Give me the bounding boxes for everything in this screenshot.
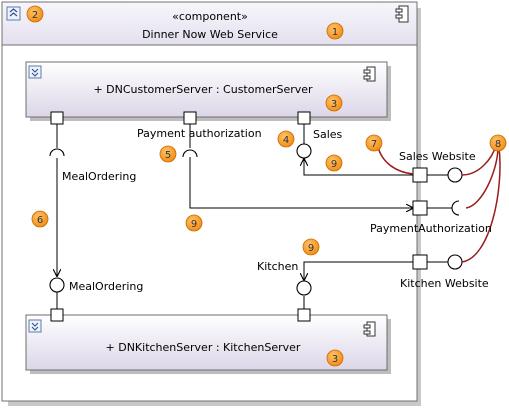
callout-number: 4 — [283, 135, 289, 146]
collapse-icon[interactable] — [6, 6, 21, 21]
component-icon — [395, 5, 409, 23]
part-body — [25, 61, 388, 118]
callout-badge: 9 — [302, 238, 320, 256]
provided-interface-ball[interactable] — [296, 143, 312, 159]
callout-number: 2 — [32, 10, 38, 21]
delegation-line[interactable] — [461, 146, 501, 263]
kitchen-website-label: Kitchen Website — [400, 277, 489, 290]
required-interface-socket[interactable] — [182, 149, 198, 158]
callout-badge: 9 — [325, 154, 343, 172]
callout-number: 7 — [371, 139, 377, 150]
expand-icon[interactable] — [28, 319, 42, 333]
port[interactable] — [297, 308, 311, 322]
provided-interface-ball[interactable] — [447, 254, 463, 270]
customer-server-label: + DNCustomerServer : CustomerServer — [93, 83, 313, 96]
payment-authorization-port-label: PaymentAuthorization — [370, 222, 492, 235]
callout-badge: 7 — [365, 134, 383, 152]
port[interactable] — [50, 111, 64, 125]
provided-interface-ball[interactable] — [447, 167, 463, 183]
meal-ordering-required-label: MealOrdering — [62, 170, 136, 183]
callout-badge: 2 — [26, 5, 44, 23]
delegation-line[interactable] — [377, 146, 414, 175]
callout-number: 3 — [332, 354, 338, 365]
component-name: Dinner Now Web Service — [142, 28, 278, 41]
component-icon — [363, 321, 376, 337]
component-stereotype: «component» — [172, 10, 248, 23]
callout-number: 3 — [331, 99, 337, 110]
required-interface-socket[interactable] — [451, 200, 460, 216]
kitchen-server-label: + DNKitchenServer : KitchenServer — [106, 341, 301, 354]
port-kitchen-website[interactable] — [412, 254, 428, 270]
callout-number: 8 — [495, 139, 501, 150]
provided-interface-ball[interactable] — [49, 277, 65, 293]
callouts: 1 2 3 3 4 5 6 7 — [26, 5, 507, 367]
port-sales-website[interactable] — [412, 167, 428, 183]
port[interactable] — [183, 111, 197, 125]
callout-badge: 6 — [31, 210, 49, 228]
callout-badge: 3 — [325, 94, 343, 112]
connector-line[interactable] — [189, 157, 413, 208]
port[interactable] — [297, 111, 311, 125]
outer-component-header — [1, 1, 418, 46]
ports — [50, 111, 428, 322]
callout-badge: 9 — [185, 214, 203, 232]
callout-number: 9 — [308, 243, 314, 254]
required-interfaces — [49, 148, 460, 216]
callout-number: 6 — [37, 215, 43, 226]
callout-number: 5 — [165, 150, 171, 161]
payment-authorization-label: Payment authorization — [137, 127, 262, 140]
meal-ordering-provided-label: MealOrdering — [69, 280, 143, 293]
required-interface-socket[interactable] — [49, 148, 65, 157]
callout-badge: 3 — [326, 349, 344, 367]
connectors — [57, 123, 452, 313]
callout-badge: 8 — [489, 134, 507, 152]
callout-number: 9 — [331, 159, 337, 170]
part-body — [25, 314, 388, 371]
provided-interfaces — [49, 143, 463, 296]
callout-badge: 4 — [277, 130, 295, 148]
provided-interface-ball[interactable] — [296, 280, 312, 296]
customer-server-part[interactable]: + DNCustomerServer : CustomerServer — [25, 61, 391, 121]
port-payment-authorization[interactable] — [412, 200, 428, 216]
delegation-line[interactable] — [465, 146, 499, 209]
connector-line[interactable] — [304, 159, 413, 176]
callout-badge: 1 — [326, 22, 344, 40]
expand-icon[interactable] — [28, 65, 42, 79]
callout-number: 1 — [332, 27, 338, 38]
kitchen-server-part[interactable]: + DNKitchenServer : KitchenServer — [25, 314, 391, 374]
port[interactable] — [50, 308, 64, 322]
component-icon — [363, 66, 376, 82]
connector-line[interactable] — [304, 261, 413, 280]
callout-number: 9 — [191, 219, 197, 230]
kitchen-label: Kitchen — [257, 260, 298, 273]
sales-label: Sales — [313, 128, 343, 141]
callout-badge: 5 — [159, 145, 177, 163]
sales-website-label: Sales Website — [399, 150, 476, 163]
